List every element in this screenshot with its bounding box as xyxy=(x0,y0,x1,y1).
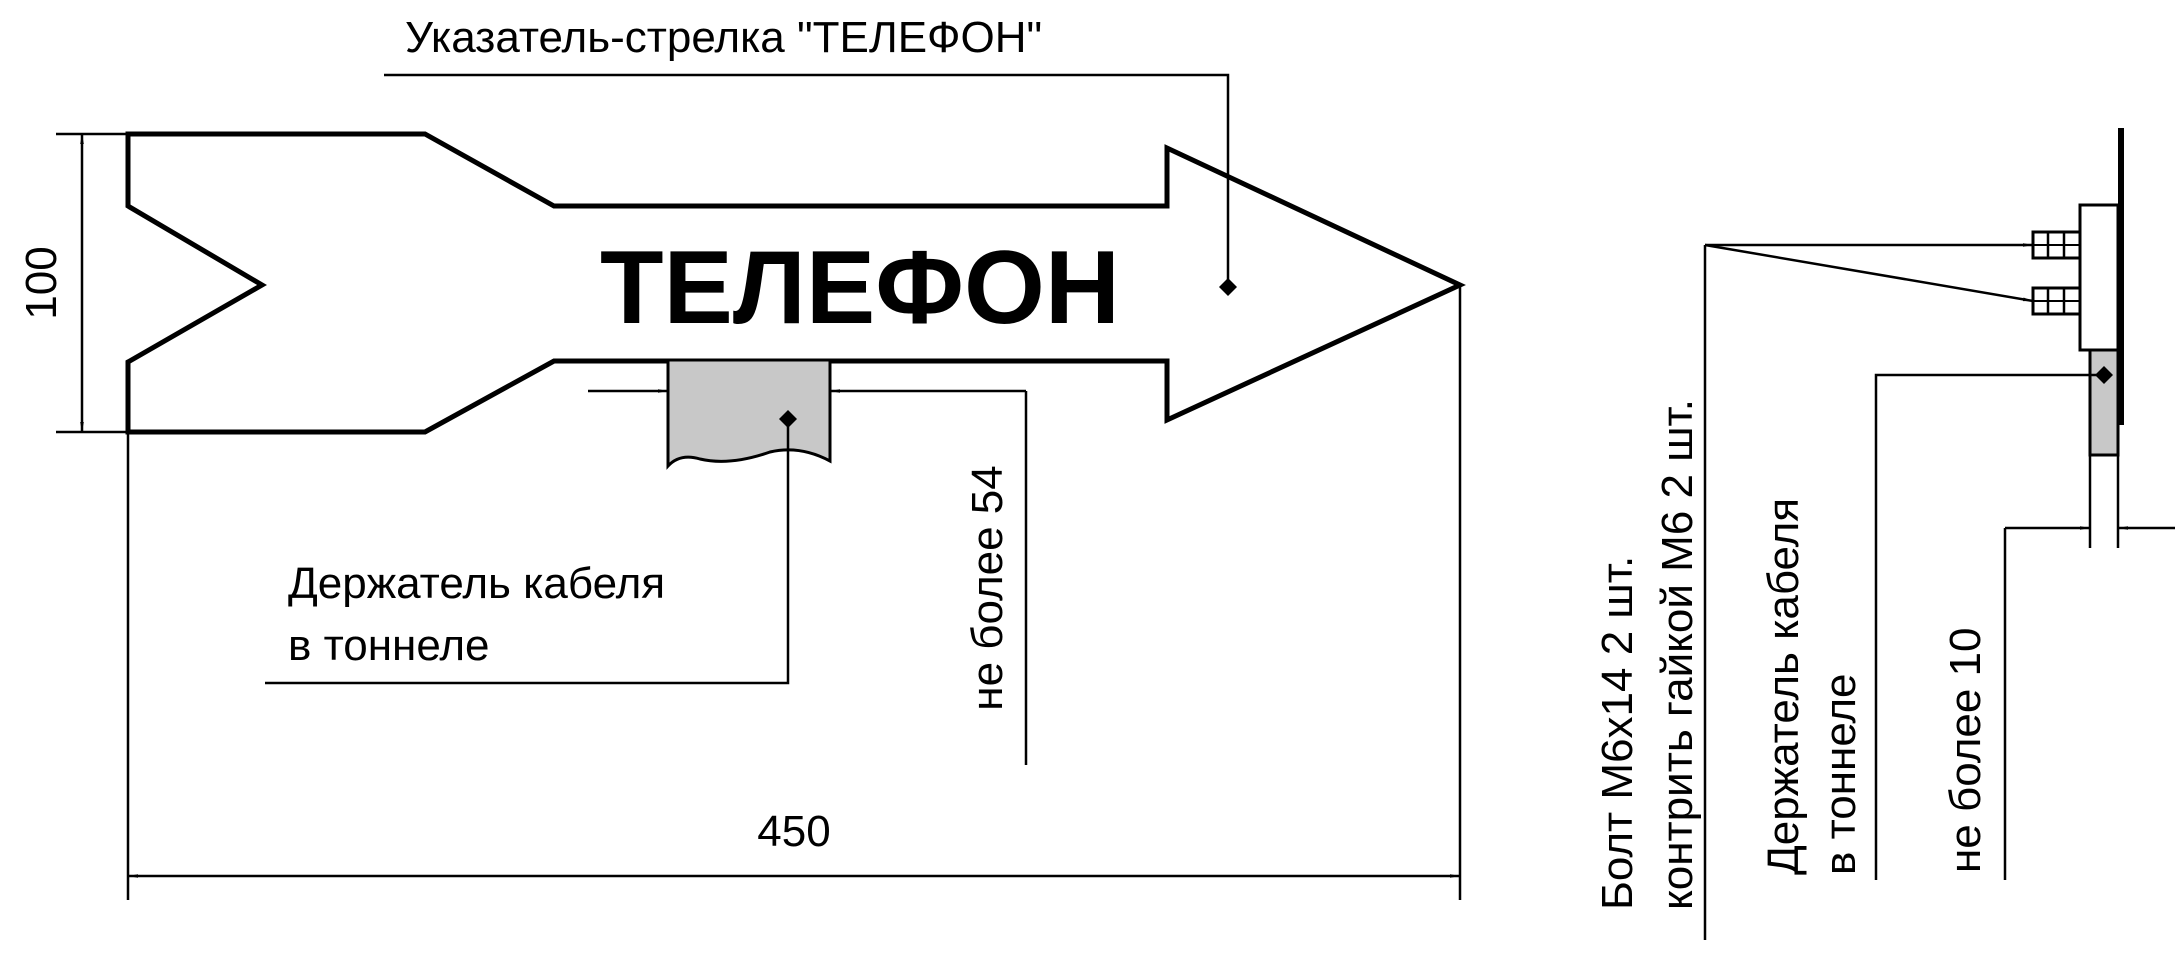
bolt-label-line2: контрить гайкой М6 2 шт. xyxy=(1653,399,1702,910)
pointer-leader-line xyxy=(384,73,1230,287)
holder-leader-line xyxy=(265,419,790,685)
holder-label-line1: Держатель кабеля xyxy=(288,559,665,608)
bolt-leader-bottom xyxy=(1704,243,2034,303)
holder-label-line2: в тоннеле xyxy=(288,621,489,670)
sign-text: ТЕЛЕФОН xyxy=(600,230,1120,346)
holder-dim-label: не более 54 xyxy=(963,465,1012,710)
side-holder-label-line2: в тоннеле xyxy=(1816,674,1865,875)
front-view: ТЕЛЕФОН не более 54 Держатель кабеля в т… xyxy=(17,13,1466,900)
bolt-bottom-icon xyxy=(2031,286,2082,316)
side-view: Болт М6х14 2 шт. контрить гайкой М6 2 шт… xyxy=(1593,128,2175,940)
height-dim-label: 100 xyxy=(17,246,66,319)
pointer-label: Указатель-стрелка "ТЕЛЕФОН" xyxy=(405,13,1042,62)
side-holder-label-line1: Держатель кабеля xyxy=(1759,498,1808,875)
cable-holder-side xyxy=(2088,348,2120,457)
pointer-marker xyxy=(1219,278,1237,296)
width-dim-label: 450 xyxy=(757,807,830,856)
side-bracket xyxy=(2078,203,2120,352)
bolt-label-line1: Болт М6х14 2 шт. xyxy=(1593,556,1642,910)
side-holder-leader xyxy=(1874,373,2104,880)
thickness-dim-label: не более 10 xyxy=(1941,628,1990,873)
cable-holder-front xyxy=(666,358,832,470)
arrow-sign-outline xyxy=(125,131,1466,435)
bolt-top-icon xyxy=(2031,230,2082,260)
